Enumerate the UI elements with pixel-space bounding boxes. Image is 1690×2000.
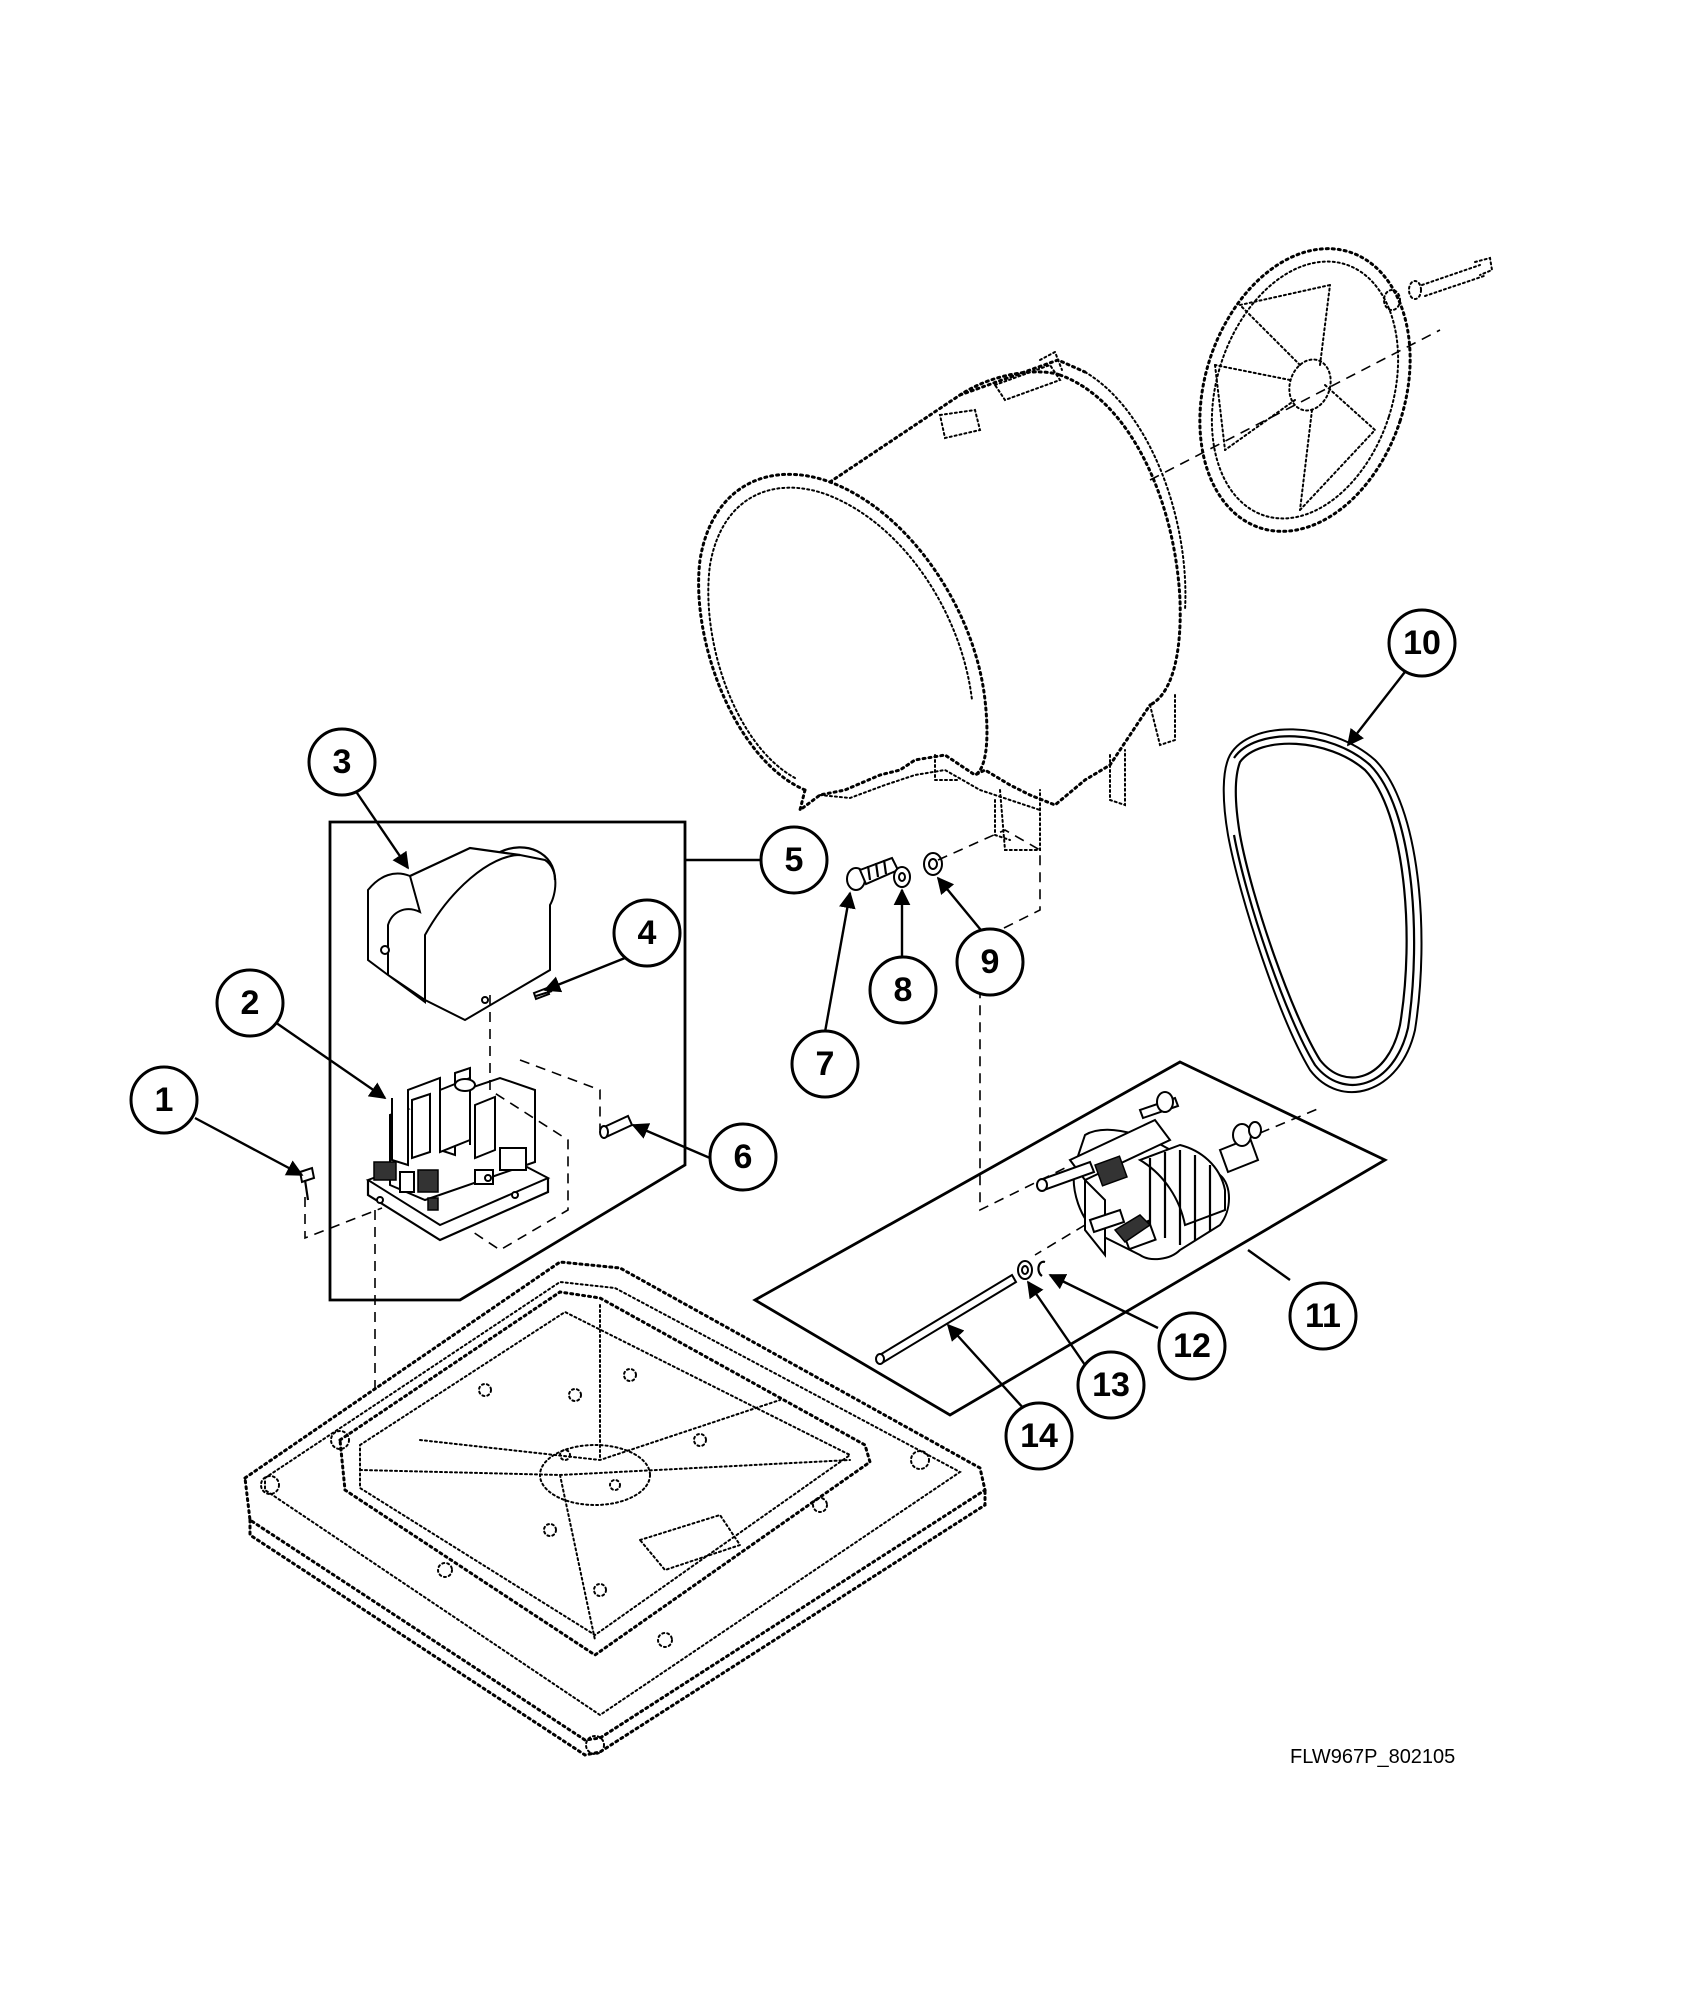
pulley-reference (1198, 247, 1494, 533)
callout-1-label: 1 (155, 1081, 174, 1119)
mounting-screw (298, 1166, 316, 1201)
callout-3: 3 (307, 727, 377, 797)
motor (1034, 1091, 1321, 1261)
callout-9: 9 (955, 927, 1025, 997)
callout-4: 4 (612, 898, 682, 968)
callout-3-label: 3 (333, 743, 352, 781)
board-screw (599, 1114, 634, 1139)
callout-5: 5 (759, 825, 829, 895)
callout-4-label: 4 (638, 914, 657, 952)
retaining-clip (1037, 1260, 1046, 1277)
callout-5-label: 5 (785, 841, 804, 879)
control-board (365, 1066, 551, 1242)
motor-kit-box (752, 1060, 1388, 1417)
lock-washer (923, 852, 943, 876)
board-cover (367, 846, 557, 1022)
callout-7-label: 7 (816, 1045, 835, 1083)
control-board-kit-box (304, 820, 687, 1302)
callout-7: 7 (790, 1029, 860, 1099)
cover-screw (532, 986, 553, 1001)
base-reference (243, 1210, 987, 1757)
motor-bolt (846, 856, 900, 891)
callout-14: 14 (1004, 1401, 1074, 1471)
drum-reference (697, 329, 1441, 851)
callout-12-label: 12 (1173, 1327, 1211, 1365)
flat-washer (893, 866, 911, 888)
callout-2: 2 (215, 968, 285, 1038)
drawing-code: FLW967P_802105 (1290, 1746, 1455, 1768)
callout-10: 10 (1387, 608, 1457, 678)
drive-belt (1222, 728, 1423, 1094)
callout-6: 6 (708, 1122, 778, 1192)
callout-1: 1 (129, 1065, 199, 1135)
callout-10-label: 10 (1403, 624, 1441, 662)
callout-6-label: 6 (734, 1138, 753, 1176)
shaft-washer (1017, 1260, 1033, 1280)
callout-12: 12 (1157, 1311, 1227, 1381)
callout-11-label: 11 (1305, 1297, 1341, 1335)
callout-8-label: 8 (894, 971, 913, 1009)
callout-2-label: 2 (241, 984, 260, 1022)
leaders (194, 667, 1409, 1411)
callout-13-label: 13 (1092, 1366, 1130, 1404)
idler-shaft (875, 1273, 1018, 1365)
callout-8: 8 (868, 955, 938, 1025)
callout-13: 13 (1076, 1350, 1146, 1420)
callout-9-label: 9 (981, 943, 1000, 981)
callout-11: 11 (1288, 1281, 1358, 1351)
callout-14-label: 14 (1020, 1417, 1058, 1455)
